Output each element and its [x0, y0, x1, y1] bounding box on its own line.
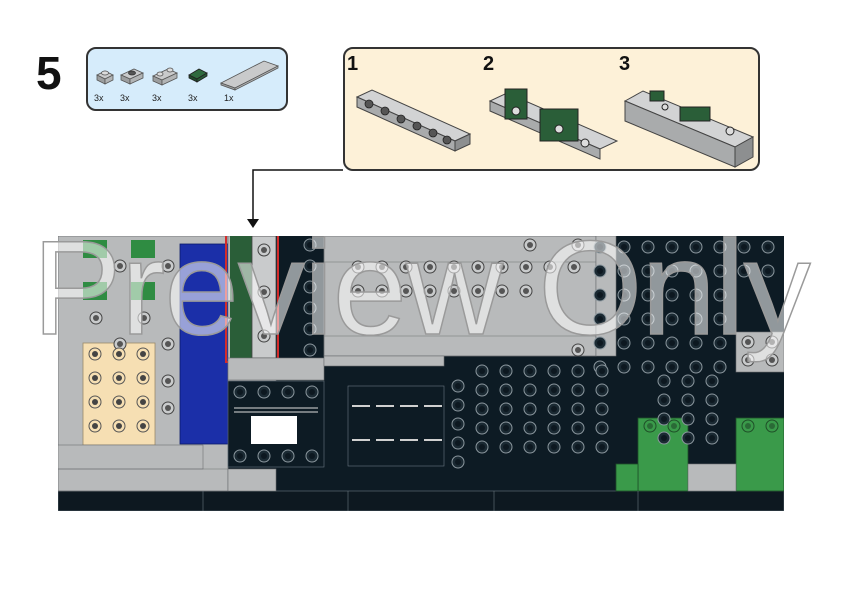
- subassembly-callout: 1 2 3: [343, 47, 760, 171]
- stud: [657, 431, 671, 445]
- stud: [112, 395, 126, 409]
- stud: [765, 419, 779, 433]
- stud: [705, 431, 719, 445]
- stud: [88, 395, 102, 409]
- stud: [451, 455, 465, 469]
- stud: [571, 440, 585, 454]
- part-plate-bracket: [150, 57, 180, 92]
- stud: [741, 419, 755, 433]
- stud: [681, 431, 695, 445]
- stud: [257, 385, 271, 399]
- sub-step-3: 3: [619, 53, 631, 75]
- stud: [705, 374, 719, 388]
- bracket-icon: [152, 67, 178, 86]
- stud: [523, 421, 537, 435]
- stud: [475, 421, 489, 435]
- stud: [705, 393, 719, 407]
- stud: [499, 364, 513, 378]
- stud: [571, 421, 585, 435]
- stud: [547, 440, 561, 454]
- stud: [681, 374, 695, 388]
- step-number: 5: [36, 47, 62, 99]
- stud: [161, 374, 175, 388]
- stud: [475, 440, 489, 454]
- part-qty: 3x: [152, 93, 162, 103]
- sub-step-2-model: [488, 88, 619, 160]
- part-plate-1x1: [94, 57, 116, 92]
- stud: [547, 402, 561, 416]
- stud: [136, 395, 150, 409]
- stud: [451, 417, 465, 431]
- stud: [305, 449, 319, 463]
- stud: [667, 419, 681, 433]
- stud: [233, 449, 247, 463]
- stud: [233, 385, 247, 399]
- stud: [88, 419, 102, 433]
- stud: [595, 383, 609, 397]
- part-plate-1x2-stud: [118, 57, 146, 92]
- stud: [681, 393, 695, 407]
- part-tile-green: [186, 57, 210, 92]
- stud: [499, 440, 513, 454]
- sub-step-1-model: [355, 89, 472, 152]
- stud: [595, 402, 609, 416]
- stud: [257, 449, 271, 463]
- stud: [112, 419, 126, 433]
- stud: [281, 449, 295, 463]
- plate-1x1-icon: [96, 70, 114, 85]
- long-tile-icon: [219, 60, 280, 91]
- stud: [281, 385, 295, 399]
- stud: [595, 440, 609, 454]
- stud: [475, 402, 489, 416]
- stud: [88, 371, 102, 385]
- stud: [499, 402, 513, 416]
- stud: [161, 401, 175, 415]
- main-model: [58, 236, 784, 511]
- stud: [499, 383, 513, 397]
- part-qty: 3x: [120, 93, 130, 103]
- preview-watermark: Preview Only: [32, 214, 812, 363]
- stud: [451, 398, 465, 412]
- stud: [475, 364, 489, 378]
- stud: [523, 440, 537, 454]
- green-tile-icon: [188, 68, 208, 83]
- stud: [523, 364, 537, 378]
- stud: [523, 383, 537, 397]
- plate-1x2-icon: [120, 68, 144, 85]
- stud: [499, 421, 513, 435]
- sub-step-2: 2: [483, 53, 495, 75]
- stud: [595, 364, 609, 378]
- sub-step-3-model: [623, 90, 755, 168]
- stud: [136, 371, 150, 385]
- stud: [451, 436, 465, 450]
- stud: [643, 419, 657, 433]
- stud: [571, 402, 585, 416]
- parts-list: 3x 3x 3x 3x 1x: [86, 47, 288, 111]
- stud: [547, 364, 561, 378]
- stud: [547, 383, 561, 397]
- stud: [657, 393, 671, 407]
- sub-step-1: 1: [347, 53, 359, 75]
- part-qty: 3x: [94, 93, 104, 103]
- stud: [547, 421, 561, 435]
- stud: [595, 421, 609, 435]
- stud: [705, 412, 719, 426]
- part-qty: 3x: [188, 93, 198, 103]
- subassembly-drawings: [355, 88, 755, 168]
- stud: [571, 364, 585, 378]
- stud: [681, 412, 695, 426]
- stud: [571, 383, 585, 397]
- stud: [305, 385, 319, 399]
- stud: [451, 379, 465, 393]
- part-qty: 1x: [224, 93, 234, 103]
- part-tile-long: [218, 57, 282, 96]
- stud: [112, 371, 126, 385]
- stud: [475, 383, 489, 397]
- stud: [657, 374, 671, 388]
- stud: [136, 419, 150, 433]
- stud: [523, 402, 537, 416]
